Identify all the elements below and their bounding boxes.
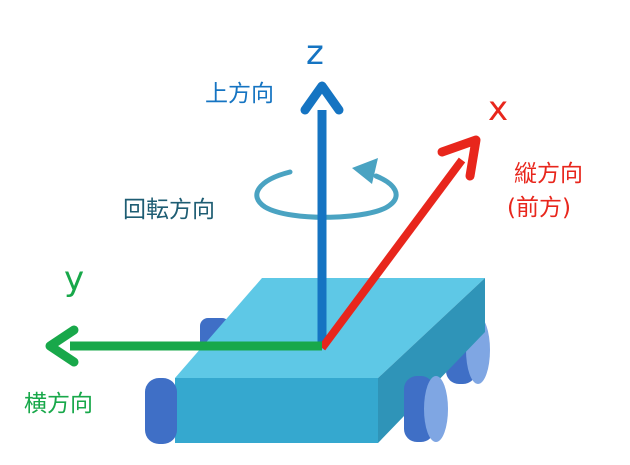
x-axis-letter: x	[488, 89, 509, 129]
z-axis-letter: z	[306, 33, 324, 73]
y-axis-letter: y	[64, 259, 85, 299]
z-axis-label: 上方向	[205, 81, 274, 107]
y-axis-arrow	[45, 325, 322, 367]
wheel-front-right	[404, 376, 448, 442]
rotation-label: 回転方向	[123, 197, 215, 223]
x-axis-label: 縦方向	[514, 161, 583, 187]
x-axis-arrow	[318, 135, 481, 351]
wheel-front-left	[145, 378, 177, 444]
z-axis-arrow	[300, 81, 344, 348]
y-axis-label: 横方向	[24, 391, 93, 417]
x-axis-sublabel: (前方)	[507, 195, 571, 221]
vehicle-body	[175, 278, 485, 443]
